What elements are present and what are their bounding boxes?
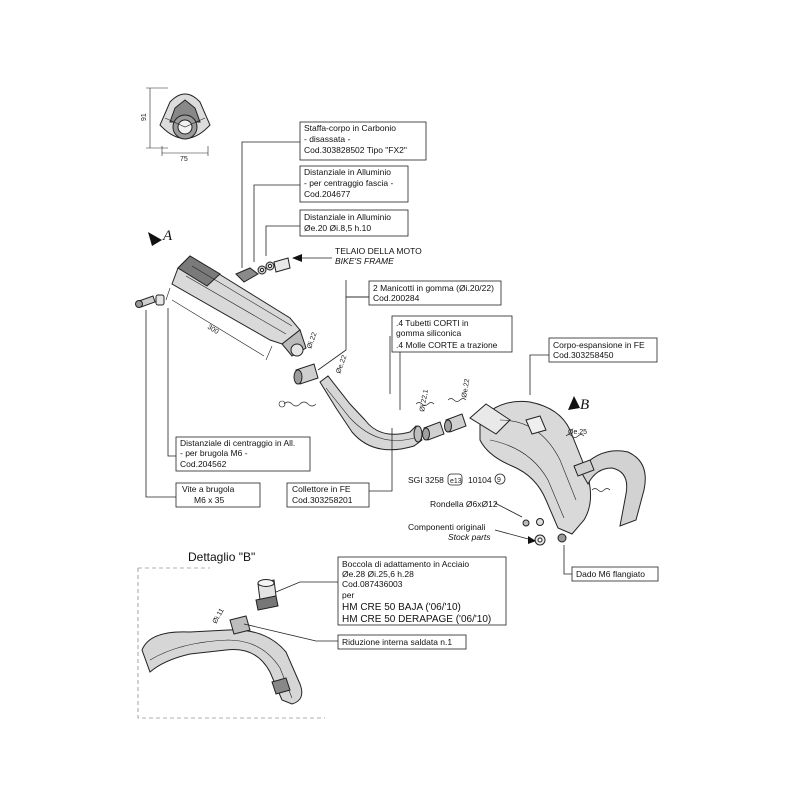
width-dim: 75 <box>180 156 188 163</box>
svg-text:Stock parts: Stock parts <box>448 532 491 542</box>
stock-washer-nut <box>522 518 567 546</box>
svg-text:.4 Tubetti CORTI in: .4 Tubetti CORTI in <box>396 318 469 328</box>
svg-text:M6 x 35: M6 x 35 <box>194 495 225 505</box>
svg-text:Øe.20 Øi.8,5 h.10: Øe.20 Øi.8,5 h.10 <box>304 223 371 233</box>
chamber-oe25-dim: Øe.25 <box>568 429 587 436</box>
label-dado: Dado M6 flangiato <box>571 566 659 582</box>
brugola-bolt <box>135 294 165 308</box>
sleeve-oe22-dim: Øe.22 <box>461 378 471 398</box>
svg-text:Componenti originali: Componenti originali <box>408 522 486 532</box>
svg-text:Cod.303258201: Cod.303258201 <box>292 495 353 505</box>
label-distanziale-fascia: Distanziale in Alluminio - per centraggi… <box>299 165 409 203</box>
length-dim: 300 <box>206 324 220 336</box>
homologation-mark: SGI 3258 e13 10104 9 <box>408 473 506 486</box>
svg-text:10104: 10104 <box>468 475 492 485</box>
label-componenti: Componenti originali Stock parts <box>408 522 491 542</box>
svg-text:HM CRE 50 BAJA ('06/'10): HM CRE 50 BAJA ('06/'10) <box>342 602 461 613</box>
mid-sleeves: Øi.22,1 Øe.22 <box>415 378 471 441</box>
label-riduzione: Riduzione interna saldata n.1 <box>337 634 467 650</box>
svg-text:HM CRE 50 DERAPAGE ('06/'10): HM CRE 50 DERAPAGE ('06/'10) <box>342 614 491 625</box>
svg-text:Distanziale in Alluminio: Distanziale in Alluminio <box>304 167 391 177</box>
sleeve-oi221-dim: Øi.22,1 <box>419 389 430 413</box>
view-letter-a: A <box>162 228 173 244</box>
label-distanziale-alluminio: Distanziale in Alluminio Øe.20 Øi.8,5 h.… <box>299 209 409 237</box>
svg-text:gomma siliconica: gomma siliconica <box>396 328 461 338</box>
svg-text:Rondella Ø6xØ12: Rondella Ø6xØ12 <box>430 499 498 509</box>
svg-text:Corpo-espansione in FE: Corpo-espansione in FE <box>553 340 645 350</box>
leader-lines <box>145 141 572 575</box>
svg-text:- per centraggio fascia -: - per centraggio fascia - <box>304 178 393 188</box>
collector-pipe <box>319 375 423 451</box>
label-boccola: Boccola di adattamento in Acciaio Øe.28 … <box>337 556 507 626</box>
svg-text:Collettore in FE: Collettore in FE <box>292 484 351 494</box>
svg-text:Cod.204677: Cod.204677 <box>304 189 351 199</box>
svg-text:Cod.200284: Cod.200284 <box>373 293 420 303</box>
svg-text:Vite a brugola: Vite a brugola <box>182 484 235 494</box>
svg-text:BIKE'S FRAME: BIKE'S FRAME <box>335 256 394 266</box>
label-staffa: Staffa-corpo in Carbonio - disassata - C… <box>299 121 427 161</box>
label-telaio: TELAIO DELLA MOTO BIKE'S FRAME <box>335 246 422 266</box>
endcap-view: 91 75 <box>141 87 211 163</box>
detail-b: Dettaglio "B" Øi.11 <box>137 550 340 719</box>
label-vite: Vite a brugola M6 x 35 <box>175 482 261 508</box>
spring-left <box>278 400 317 408</box>
height-dim: 91 <box>141 113 148 121</box>
rubber-hose: Øe.22 <box>293 354 348 385</box>
view-letter-b: B <box>580 397 589 413</box>
svg-text:TELAIO DELLA MOTO: TELAIO DELLA MOTO <box>335 246 422 256</box>
svg-text:- per brugola M6 -: - per brugola M6 - <box>180 448 248 458</box>
svg-text:SGI 3258: SGI 3258 <box>408 475 444 485</box>
svg-text:per: per <box>342 590 354 600</box>
svg-text:Øe.28 Øi.25,6 h.28: Øe.28 Øi.25,6 h.28 <box>342 569 414 579</box>
expansion-chamber: Øe.25 <box>469 400 646 535</box>
svg-text:2 Manicotti in gomma (Øi.20/22: 2 Manicotti in gomma (Øi.20/22) <box>373 283 494 293</box>
svg-text:Staffa-corpo in Carbonio: Staffa-corpo in Carbonio <box>304 123 396 133</box>
label-manicotti: 2 Manicotti in gomma (Øi.20/22) Cod.2002… <box>368 280 502 306</box>
svg-text:Cod.204562: Cod.204562 <box>180 459 227 469</box>
view-marker-a: A <box>148 228 173 246</box>
label-corpo: Corpo-espansione in FE Cod.303258450 <box>548 337 658 363</box>
label-distanziale-centraggio: Distanziale di centraggio in All. - per … <box>175 436 311 472</box>
view-marker-b: B <box>568 396 589 413</box>
svg-text:.4 Molle CORTE a trazione: .4 Molle CORTE a trazione <box>396 340 498 350</box>
svg-text:Riduzione interna saldata n.1: Riduzione interna saldata n.1 <box>342 637 452 647</box>
detail-b-title: Dettaglio "B" <box>188 550 255 564</box>
svg-text:e13: e13 <box>450 478 462 485</box>
label-rondella: Rondella Ø6xØ12 <box>430 499 498 509</box>
svg-text:Cod.303258450: Cod.303258450 <box>553 350 614 360</box>
svg-text:Boccola di adattamento in Acci: Boccola di adattamento in Acciaio <box>342 559 469 569</box>
svg-text:Distanziale di centraggio in A: Distanziale di centraggio in All. <box>180 438 295 448</box>
detail-oi11-dim: Øi.11 <box>212 607 226 625</box>
label-tubetti: .4 Tubetti CORTI in gomma siliconica .4 … <box>391 315 513 353</box>
silencer: 300 Øi.22 <box>165 255 319 361</box>
svg-text:- disassata -: - disassata - <box>304 134 350 144</box>
svg-text:Cod.087436003: Cod.087436003 <box>342 579 403 589</box>
hose-oe22-dim: Øe.22 <box>335 354 348 374</box>
frame-arrow <box>292 254 332 262</box>
svg-text:Distanziale in Alluminio: Distanziale in Alluminio <box>304 212 391 222</box>
svg-text:Cod.303828502 Tipo "FX2": Cod.303828502 Tipo "FX2" <box>304 145 407 155</box>
bracket-parts <box>235 257 291 283</box>
svg-text:Dado M6 flangiato: Dado M6 flangiato <box>576 569 645 579</box>
label-collettore: Collettore in FE Cod.303258201 <box>286 482 370 508</box>
silencer-oi22-dim: Øi.22 <box>306 331 318 349</box>
svg-text:9: 9 <box>497 477 501 484</box>
